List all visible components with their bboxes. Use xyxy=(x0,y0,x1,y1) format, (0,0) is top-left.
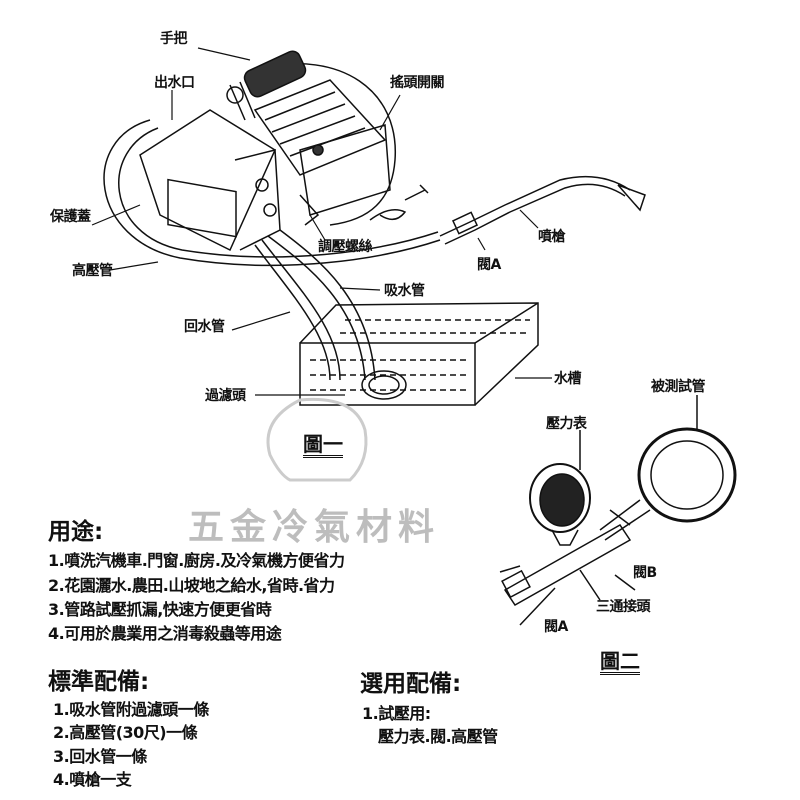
pump-motor-drawing xyxy=(139,50,396,252)
optional-accessory-item: 1.試壓用: xyxy=(362,704,431,723)
label-pressure-screw: 調壓螺絲 xyxy=(318,239,373,255)
uses-item: 2.花園灑水.農田.山坡地之給水,省時.省力 xyxy=(48,576,335,595)
label-return-hose: 回水管 xyxy=(184,319,225,335)
water-tank-drawing xyxy=(299,302,539,406)
suction-and-return-hoses xyxy=(254,184,429,381)
figure1-caption: 圖一 xyxy=(303,432,343,458)
pressure-test-assembly-drawing xyxy=(499,395,737,626)
label-pressure-gauge: 壓力表 xyxy=(546,416,587,432)
label-cover: 保護蓋 xyxy=(50,209,91,225)
standard-accessory-item: 2.高壓管(30尺)一條 xyxy=(53,723,198,742)
label-spray-gun: 噴槍 xyxy=(538,229,566,245)
label-tee-joint: 三通接頭 xyxy=(596,599,651,615)
figure2-caption: 圖二 xyxy=(600,649,640,675)
watermark-helmet-outline xyxy=(266,397,368,482)
label-filter-head: 過濾頭 xyxy=(205,388,246,404)
uses-item: 4.可用於農業用之消毒殺蟲等用途 xyxy=(48,624,282,643)
optional-accessories-title: 選用配備: xyxy=(360,671,462,697)
uses-item: 3.管路試壓抓漏,快速方便更省時 xyxy=(48,600,272,619)
standard-accessories-title: 標準配備: xyxy=(48,669,150,695)
label-leader-lines xyxy=(91,47,552,396)
label-valve-a-fig1: 閥A xyxy=(477,257,501,273)
standard-accessory-item: 4.噴槍一支 xyxy=(53,770,132,789)
label-water-tank: 水槽 xyxy=(554,371,582,387)
optional-accessory-item: 壓力表.閥.高壓管 xyxy=(378,727,498,746)
label-valve-b: 閥B xyxy=(633,565,657,581)
label-test-pipe: 被測試管 xyxy=(651,379,706,395)
label-high-pressure-hose: 高壓管 xyxy=(72,263,113,279)
high-pressure-hose-drawing xyxy=(103,119,646,267)
label-valve-a-fig2: 閥A xyxy=(544,619,568,635)
watermark-text: 五金冷氣材料 xyxy=(188,506,441,548)
uses-title: 用途: xyxy=(48,519,104,545)
label-handle: 手把 xyxy=(160,31,188,47)
label-suction-hose: 吸水管 xyxy=(384,283,425,299)
uses-item: 1.噴洗汽機車.門窗.廚房.及冷氣機方便省力 xyxy=(48,551,345,570)
label-swing-switch: 搖頭開關 xyxy=(390,75,445,91)
standard-accessory-item: 1.吸水管附過濾頭一條 xyxy=(53,700,209,719)
label-outlet: 出水口 xyxy=(154,75,195,91)
standard-accessory-item: 3.回水管一條 xyxy=(53,747,147,766)
